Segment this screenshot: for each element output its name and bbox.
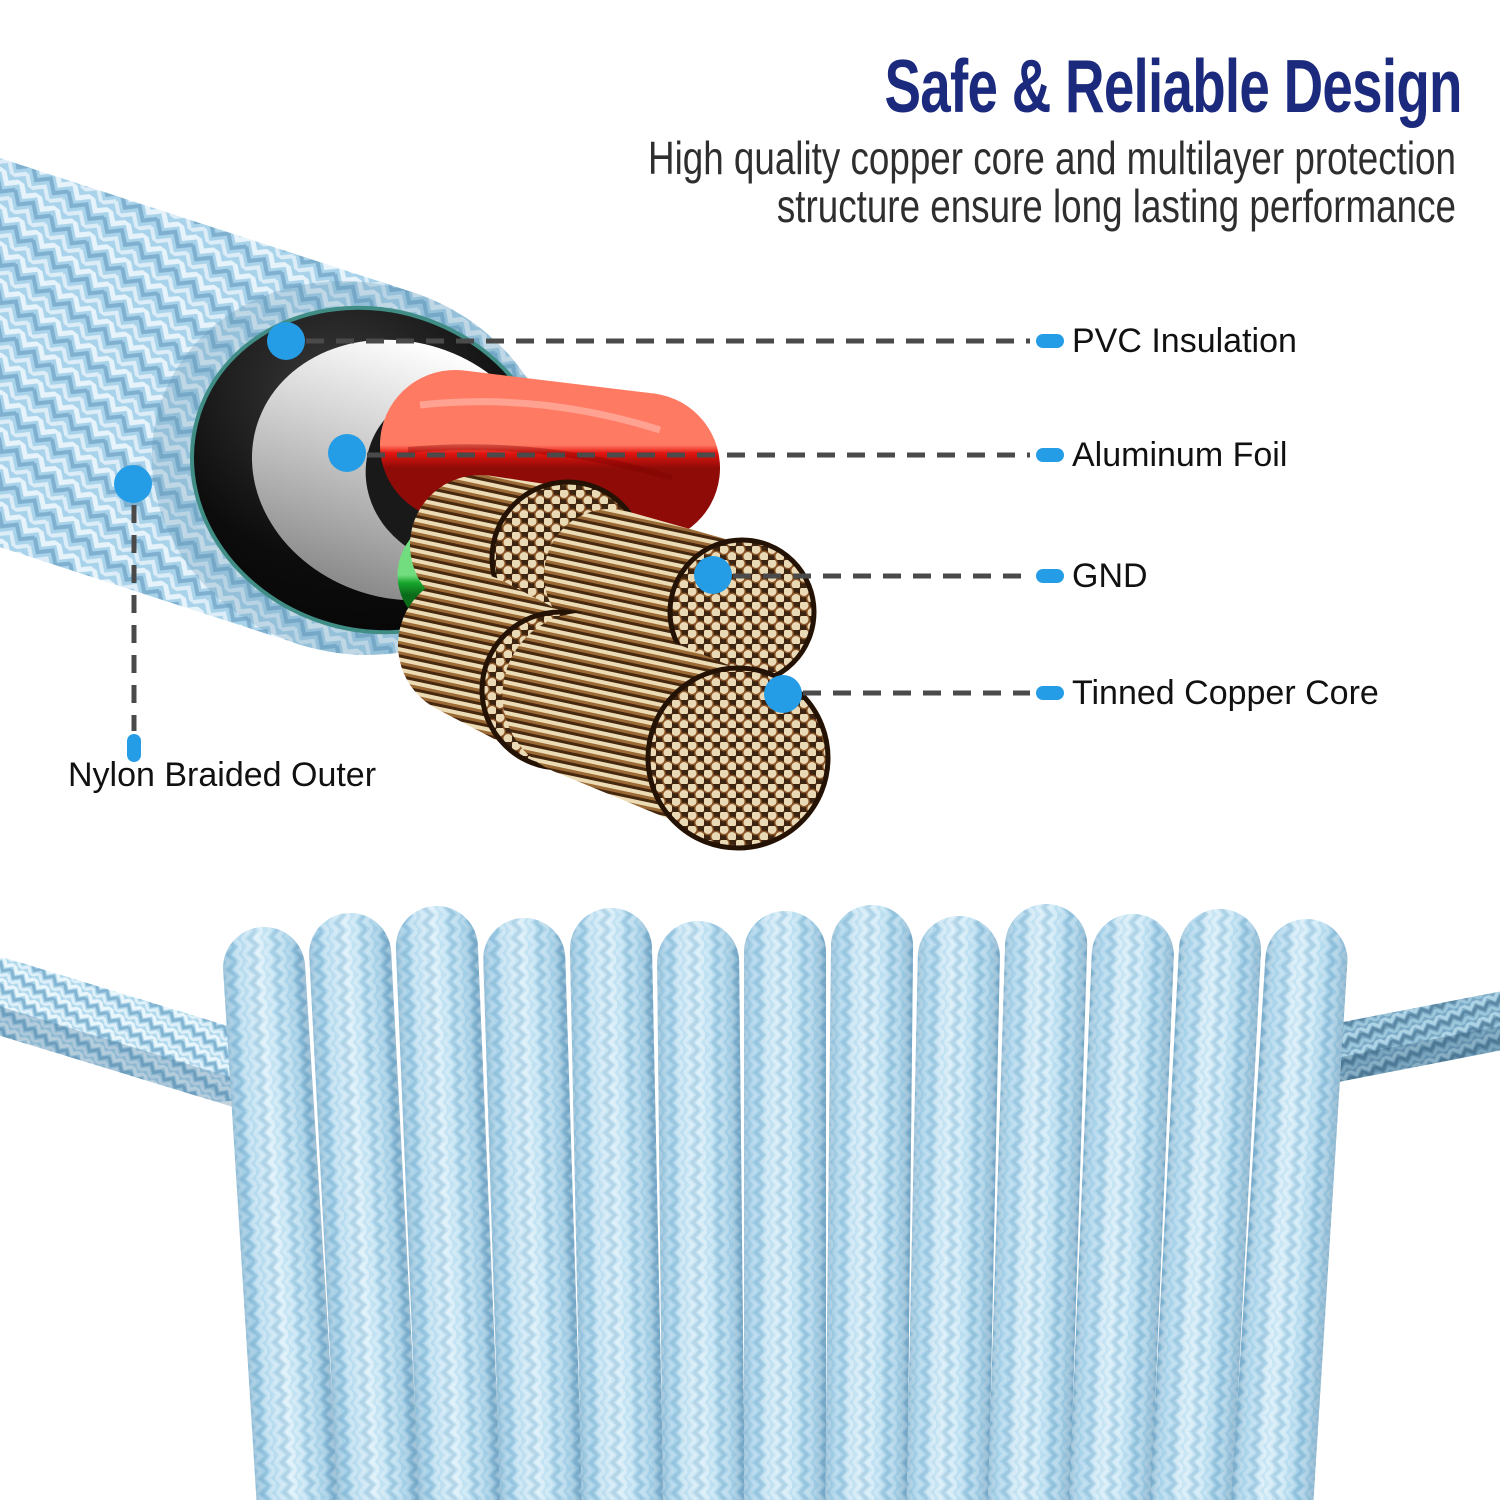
label-pvc-insulation: PVC Insulation xyxy=(1072,322,1297,360)
callout-dot-gnd xyxy=(694,556,732,594)
callout-cap-pvc xyxy=(1036,334,1064,348)
page-subtitle: High quality copper core and multilayer … xyxy=(648,134,1456,230)
page-title: Safe & Reliable Design xyxy=(884,44,1463,128)
callout-dot-aluminum xyxy=(328,434,366,472)
coiled-cable xyxy=(0,904,1500,1500)
thin-cable-right xyxy=(1293,987,1500,1088)
callout-dot-copper xyxy=(764,675,802,713)
callout-dot-pvc xyxy=(267,322,305,360)
coil-loops xyxy=(223,904,1348,1500)
red-wire-highlight xyxy=(419,398,662,434)
cable-cutaway xyxy=(0,0,831,851)
subtitle-line-2: structure ensure long lasting performanc… xyxy=(776,180,1456,232)
callout-cap-aluminum xyxy=(1036,448,1064,462)
callout-cap-nylon xyxy=(127,734,141,762)
red-wire-stria xyxy=(407,444,673,481)
callout-cap-copper xyxy=(1036,686,1064,700)
label-tinned-copper-core: Tinned Copper Core xyxy=(1072,674,1379,712)
label-nylon-braided-outer: Nylon Braided Outer xyxy=(68,756,377,794)
thin-cable-left xyxy=(0,957,260,1108)
subtitle-line-1: High quality copper core and multilayer … xyxy=(648,132,1456,184)
label-aluminum-foil: Aluminum Foil xyxy=(1072,436,1288,474)
callout-dots xyxy=(114,322,1064,762)
callout-dot-nylon xyxy=(114,465,152,503)
callout-graphics xyxy=(131,338,1030,731)
label-gnd: GND xyxy=(1072,557,1148,595)
callout-cap-gnd xyxy=(1036,569,1064,583)
